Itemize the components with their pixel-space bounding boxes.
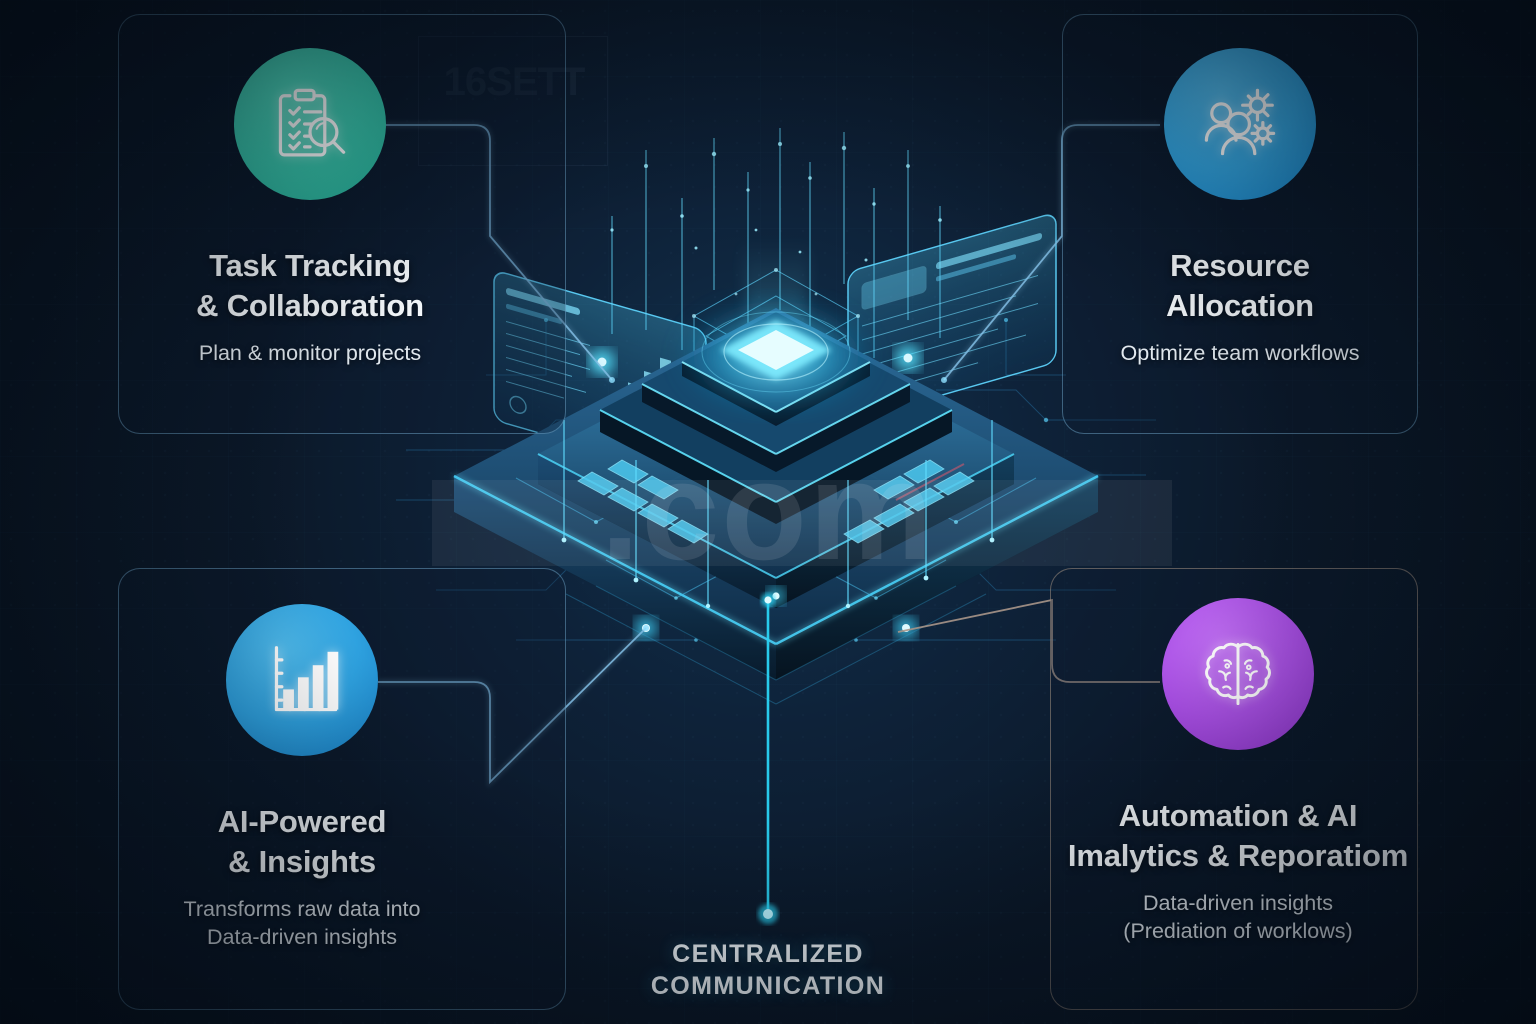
diagram-canvas: 16SETT [0, 0, 1536, 1024]
vignette-overlay [0, 0, 1536, 1024]
